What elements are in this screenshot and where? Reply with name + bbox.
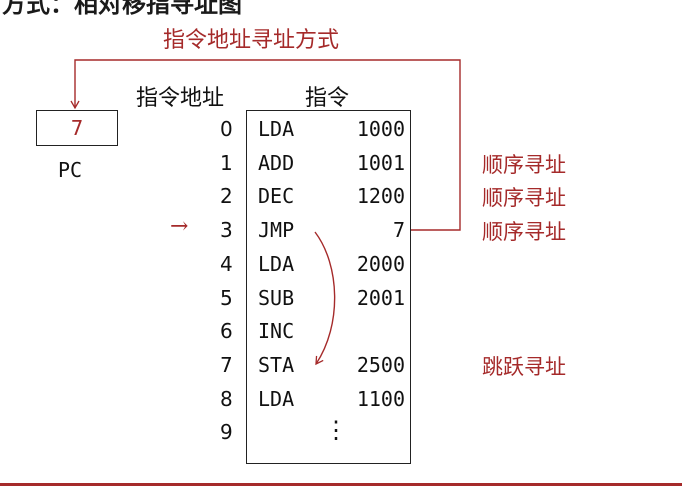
instruction-address: 9 xyxy=(220,420,233,445)
instruction-operand: 1000 xyxy=(356,117,405,141)
pc-register: 7 xyxy=(36,110,118,146)
instruction-address: 5 xyxy=(220,285,233,310)
instruction-operand: 2500 xyxy=(356,352,405,377)
instruction-address: 1 xyxy=(220,150,233,175)
pc-value: 7 xyxy=(70,116,84,140)
instruction-operand: 1100 xyxy=(356,386,405,411)
instruction-operand: 2001 xyxy=(356,285,405,310)
continuation-dots: ⋮ xyxy=(324,416,348,444)
addressing-note: 跳跃寻址 xyxy=(482,354,566,379)
instruction-opcode: ADD xyxy=(258,150,295,175)
instruction-opcode: STA xyxy=(258,352,295,377)
instruction-opcode: JMP xyxy=(258,218,295,243)
jump-arrow xyxy=(314,231,336,366)
instruction-opcode: LDA xyxy=(258,117,295,141)
instruction-opcode: LDA xyxy=(258,386,295,411)
bottom-divider xyxy=(0,483,682,486)
instruction-column-header: 指令 xyxy=(305,86,350,111)
addressing-note: 顺序寻址 xyxy=(482,220,566,245)
instruction-opcode: DEC xyxy=(258,184,295,209)
instruction-address: 6 xyxy=(220,319,233,344)
instruction-opcode: INC xyxy=(258,319,295,344)
addressing-note: 顺序寻址 xyxy=(482,152,566,177)
diagram-title: 指令地址寻址方式 xyxy=(163,28,340,53)
instruction-operand: 1001 xyxy=(356,150,405,175)
instruction-opcode: LDA xyxy=(258,251,295,276)
current-instruction-arrow-icon: → xyxy=(170,214,189,240)
instruction-opcode: SUB xyxy=(258,285,295,310)
instruction-address: 0 xyxy=(220,117,233,141)
page-title: 方式：相对移指寻址图 xyxy=(2,0,242,18)
instruction-address: 4 xyxy=(220,251,233,276)
instruction-operand: 7 xyxy=(392,218,405,243)
pc-label: PC xyxy=(58,158,83,182)
addressing-note: 顺序寻址 xyxy=(482,186,566,211)
instruction-address: 8 xyxy=(220,386,233,411)
instruction-operand: 1200 xyxy=(356,184,405,209)
instruction-memory xyxy=(246,110,411,464)
instruction-address: 7 xyxy=(220,352,233,377)
instruction-address: 2 xyxy=(220,184,233,209)
instruction-address: 3 xyxy=(220,218,233,243)
instruction-operand: 2000 xyxy=(356,251,405,276)
pc-feedback-line xyxy=(70,59,461,231)
address-column-header: 指令地址 xyxy=(136,86,225,111)
